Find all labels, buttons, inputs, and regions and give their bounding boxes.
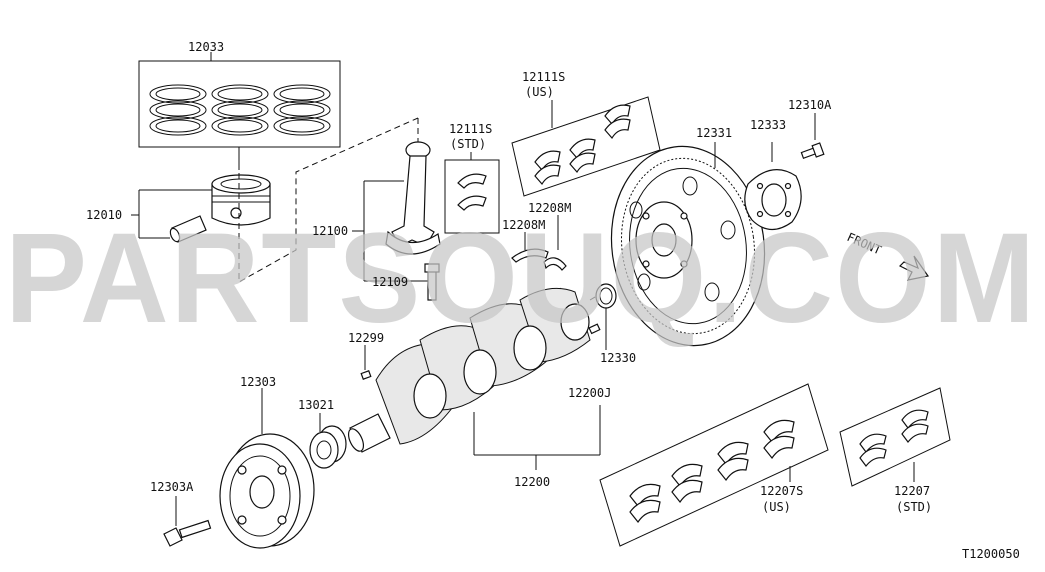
callout-12109[interactable]: 12109 bbox=[372, 275, 408, 289]
piston-pin[interactable] bbox=[168, 215, 207, 243]
rod-bearing-std-box[interactable] bbox=[444, 152, 500, 234]
watermark-text: PARTSOUQ.COM bbox=[5, 207, 1037, 350]
rod-bearing-us-box[interactable] bbox=[511, 96, 661, 197]
callout-12310a[interactable]: 12310A bbox=[788, 98, 832, 112]
callout-12111s-us-note: (US) bbox=[525, 85, 554, 99]
callout-12111s-std-note: (STD) bbox=[450, 137, 486, 151]
callout-12111s-us[interactable]: 12111S bbox=[522, 70, 565, 84]
callout-12208m-b[interactable]: 12208M bbox=[502, 218, 545, 232]
main-bearing-us-box[interactable] bbox=[599, 383, 829, 547]
crank-sprocket[interactable] bbox=[309, 413, 347, 469]
callout-12111s-std[interactable]: 12111S bbox=[449, 122, 492, 136]
piston-rings-set[interactable] bbox=[138, 52, 341, 170]
callout-12207s[interactable]: 12207S bbox=[760, 484, 803, 498]
diagram-code: T1200050 bbox=[962, 547, 1020, 561]
callout-12333[interactable]: 12333 bbox=[750, 118, 786, 132]
callout-12303[interactable]: 12303 bbox=[240, 375, 276, 389]
callout-12208m-a[interactable]: 12208M bbox=[528, 201, 571, 215]
connecting-rod-bolt[interactable] bbox=[424, 263, 440, 301]
callout-12010[interactable]: 12010 bbox=[86, 208, 122, 222]
crankshaft[interactable] bbox=[345, 287, 591, 453]
crank-pulley[interactable] bbox=[219, 388, 315, 549]
callout-13021[interactable]: 13021 bbox=[298, 398, 334, 412]
reinforcement-plate[interactable] bbox=[744, 142, 802, 231]
callout-12303a[interactable]: 12303A bbox=[150, 480, 194, 494]
bracket-12100 bbox=[352, 180, 428, 282]
callout-12207s-note: (US) bbox=[762, 500, 791, 514]
connecting-rod[interactable] bbox=[385, 141, 441, 255]
callout-12100[interactable]: 12100 bbox=[312, 224, 348, 238]
bracket-12010 bbox=[131, 189, 212, 239]
callout-12207-note: (STD) bbox=[896, 500, 932, 514]
drive-plate[interactable] bbox=[599, 136, 777, 355]
callout-12207[interactable]: 12207 bbox=[894, 484, 930, 498]
crank-pulley-bolt[interactable] bbox=[163, 496, 212, 547]
crankshaft-dowel-pin[interactable] bbox=[588, 323, 601, 335]
callout-12331[interactable]: 12331 bbox=[696, 126, 732, 140]
thrust-washers[interactable] bbox=[511, 215, 567, 271]
crankshaft-key[interactable] bbox=[360, 370, 372, 380]
callout-12299[interactable]: 12299 bbox=[348, 331, 384, 345]
drive-plate-bolt[interactable] bbox=[800, 113, 825, 159]
callout-12330[interactable]: 12330 bbox=[600, 351, 636, 365]
callout-12200[interactable]: 12200 bbox=[514, 475, 550, 489]
piston[interactable] bbox=[211, 174, 271, 226]
callout-12200j[interactable]: 12200J bbox=[568, 386, 611, 400]
main-bearing-std-box[interactable] bbox=[839, 387, 951, 487]
callout-12033[interactable]: 12033 bbox=[188, 40, 224, 54]
bracket-12200 bbox=[364, 308, 607, 470]
